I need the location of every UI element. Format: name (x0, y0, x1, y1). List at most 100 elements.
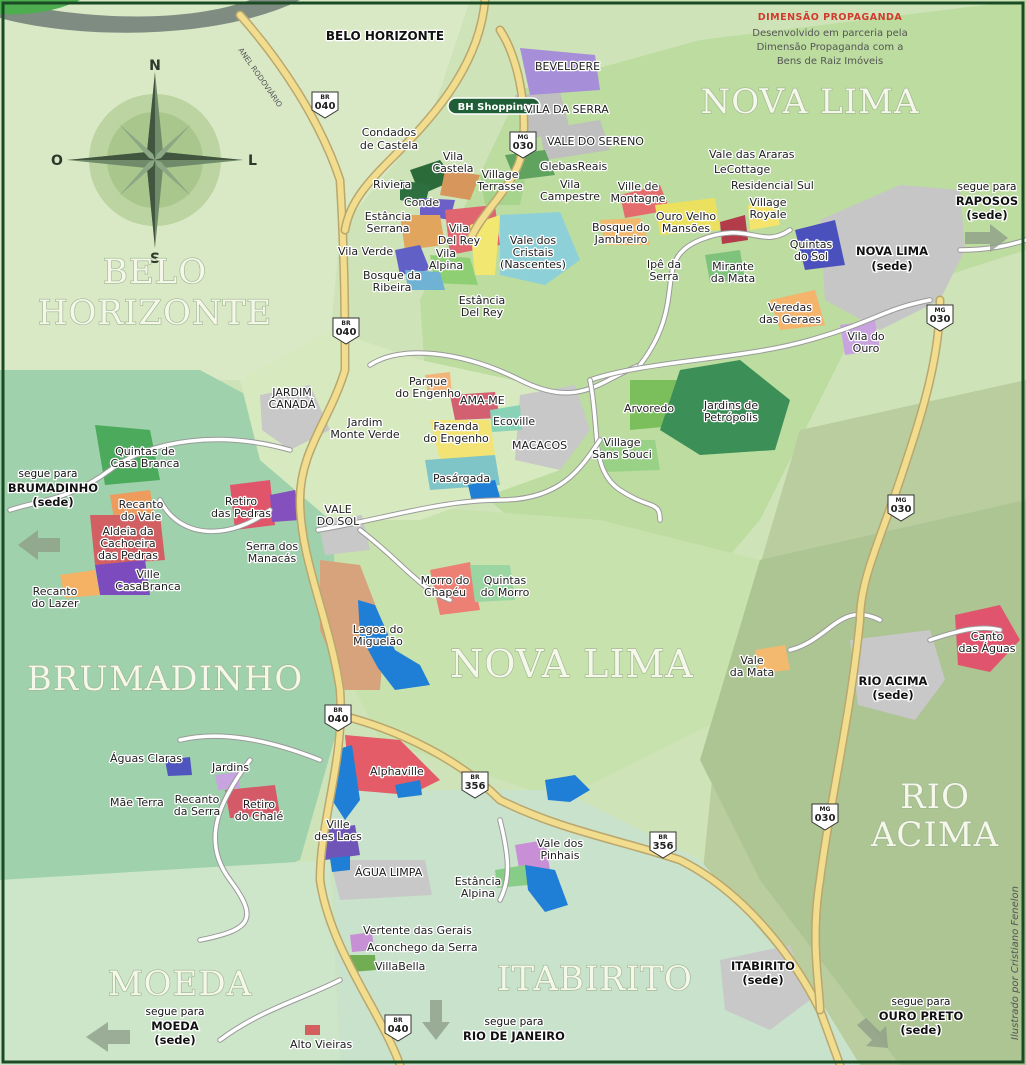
lake-itabirito-2 (525, 865, 568, 912)
label-parque-1: Parque (409, 375, 447, 388)
label-vale-pinhais-1: Vale dos (537, 837, 583, 850)
follow-moeda-2: (sede) (154, 1033, 195, 1047)
label-mirante-1: Mirante (712, 260, 754, 273)
arrow-ouro-preto (857, 1018, 888, 1048)
label-vale-cristais-1: Vale dos (510, 234, 556, 247)
brand-line-2: Dimensão Propaganda com a (757, 42, 904, 53)
svg-text:040: 040 (336, 327, 357, 338)
bh-shopping-badge[interactable]: BH Shopping (447, 97, 541, 115)
label-quintas-casa-2: Casa Branca (111, 457, 180, 470)
follow-brumadinho-2: (sede) (32, 495, 73, 509)
label-fazenda-2: do Engenho (423, 432, 489, 445)
label-condados-1: Condados (362, 126, 417, 139)
bosque-jambreiro-dev (600, 218, 650, 245)
veredas-dev (770, 290, 825, 330)
label-vila-alpina-1: Vila (436, 247, 456, 260)
brand-line-1: Desenvolvido em parceria pela (752, 28, 907, 39)
label-residencial-sul: Residencial Sul (731, 179, 814, 192)
pasargada-dev (425, 455, 500, 490)
region-belo-horizonte-2: HORIZONTE (38, 293, 272, 333)
label-recanto-lazer-2: do Lazer (31, 597, 79, 610)
alphaville-dev (345, 735, 440, 795)
svg-text:040: 040 (315, 101, 336, 112)
moeda-area (0, 860, 340, 1065)
brand-title: DIMENSÃO PROPAGANDA (758, 12, 903, 23)
label-canto-aguas-2: das Águas (959, 642, 1016, 655)
label-mirante-2: da Mata (711, 272, 756, 285)
compass-south: S (150, 251, 160, 267)
label-vale-sol-1: VALE (324, 503, 351, 516)
label-vale-mata-2: da Mata (730, 666, 775, 679)
bosque-ribeira-dev (405, 270, 445, 290)
label-ouro-velho-1: Ouro Velho (656, 210, 717, 223)
brand-block: DIMENSÃO PROPAGANDA Desenvolvido em parc… (752, 12, 907, 67)
svg-text:MG: MG (896, 497, 907, 504)
label-vila-campestre-2: Campestre (540, 190, 600, 203)
follow-moeda-segue: segue para (146, 1006, 205, 1018)
estancia-serrana-dev (400, 215, 445, 250)
label-recanto-vale-2: do Vale (121, 510, 162, 523)
label-retiro-pedras-2: das Pedras (211, 507, 271, 520)
retiro-chale-dev (225, 785, 280, 818)
follow-rio-segue: segue para (485, 1016, 544, 1028)
sede-rio-acima-1: RIO ACIMA (859, 674, 928, 688)
label-aldeia-2: Cachoeira (100, 537, 155, 550)
macacos-area (515, 385, 590, 470)
label-estancia-serrana-2: Serrana (366, 222, 409, 235)
label-beveldere: BEVELDERE (535, 60, 600, 73)
sede-rio-acima-2: (sede) (872, 688, 913, 702)
label-condados-2: de Castela (360, 139, 418, 152)
quintas-morro-dev (470, 565, 515, 602)
follow-brumadinho-1: BRUMADINHO (8, 481, 98, 495)
label-vila-ouro-1: Vila do (847, 330, 885, 343)
svg-text:BR: BR (658, 834, 668, 841)
svg-text:BR: BR (393, 1017, 403, 1024)
label-lagoa-2: Miguelão (353, 635, 403, 648)
label-aldeia-1: Aldeia da (102, 525, 153, 538)
label-ouro-velho-2: Mansões (662, 222, 710, 235)
label-village-royale-2: Royale (750, 208, 787, 221)
svg-text:030: 030 (513, 141, 534, 152)
label-pasargada: Pasárgada (433, 472, 490, 485)
region-rio-acima-1: RIO (900, 777, 970, 817)
label-ipe-serra-1: Ipê da (647, 258, 681, 271)
label-jardim-monte-1: Jardim (346, 416, 382, 429)
mirante-dev (705, 250, 745, 282)
label-quintas-morro-2: do Morro (481, 586, 530, 599)
label-macacos: MACACOS (512, 439, 567, 452)
vila-castela-dev (440, 170, 480, 200)
estancia-alpina-dev (495, 865, 528, 888)
label-quintas-sol-2: do Sol (794, 250, 828, 263)
recanto-lazer-dev (60, 570, 100, 598)
label-riviera: Riviera (373, 178, 411, 191)
label-vale-pinhais-2: Pinhais (541, 849, 580, 862)
parque-engenho-dev (425, 372, 452, 396)
svg-text:030: 030 (930, 314, 951, 325)
label-agua-limpa: ÁGUA LIMPA (355, 866, 423, 879)
label-vale-do-sereno: VALE DO SERENO (547, 135, 644, 148)
lake-ville-lacs (330, 856, 350, 872)
highways (235, 0, 945, 1065)
label-vale-araras: Vale das Araras (709, 148, 795, 161)
svg-text:BR: BR (320, 94, 330, 101)
label-bosque-ribeira-1: Bosque da (363, 269, 421, 282)
label-vila-castela-1: Vila (443, 150, 463, 163)
label-serra-manacas-2: Manacás (248, 552, 297, 565)
compass-north: N (149, 58, 161, 74)
label-ville-lacs-1: Ville (326, 818, 349, 831)
label-lagoa-1: Lagoa do (353, 623, 404, 636)
label-quintas-morro-1: Quintas (484, 574, 527, 587)
city-belo-horizonte: BELO HORIZONTE (326, 29, 444, 43)
label-estancia-alpina-2: Alpina (461, 887, 495, 900)
label-vila-ouro-2: Ouro (853, 342, 880, 355)
jardim-canada-area (260, 385, 330, 450)
svg-text:BR: BR (470, 774, 480, 781)
village-sans-souci-dev (600, 440, 660, 472)
ouro-velho-dev (655, 198, 720, 235)
label-recanto-lazer-1: Recanto (33, 585, 78, 598)
follow-brumadinho-segue: segue para (19, 468, 78, 480)
label-retiro-chale-1: Retiro (243, 798, 276, 811)
